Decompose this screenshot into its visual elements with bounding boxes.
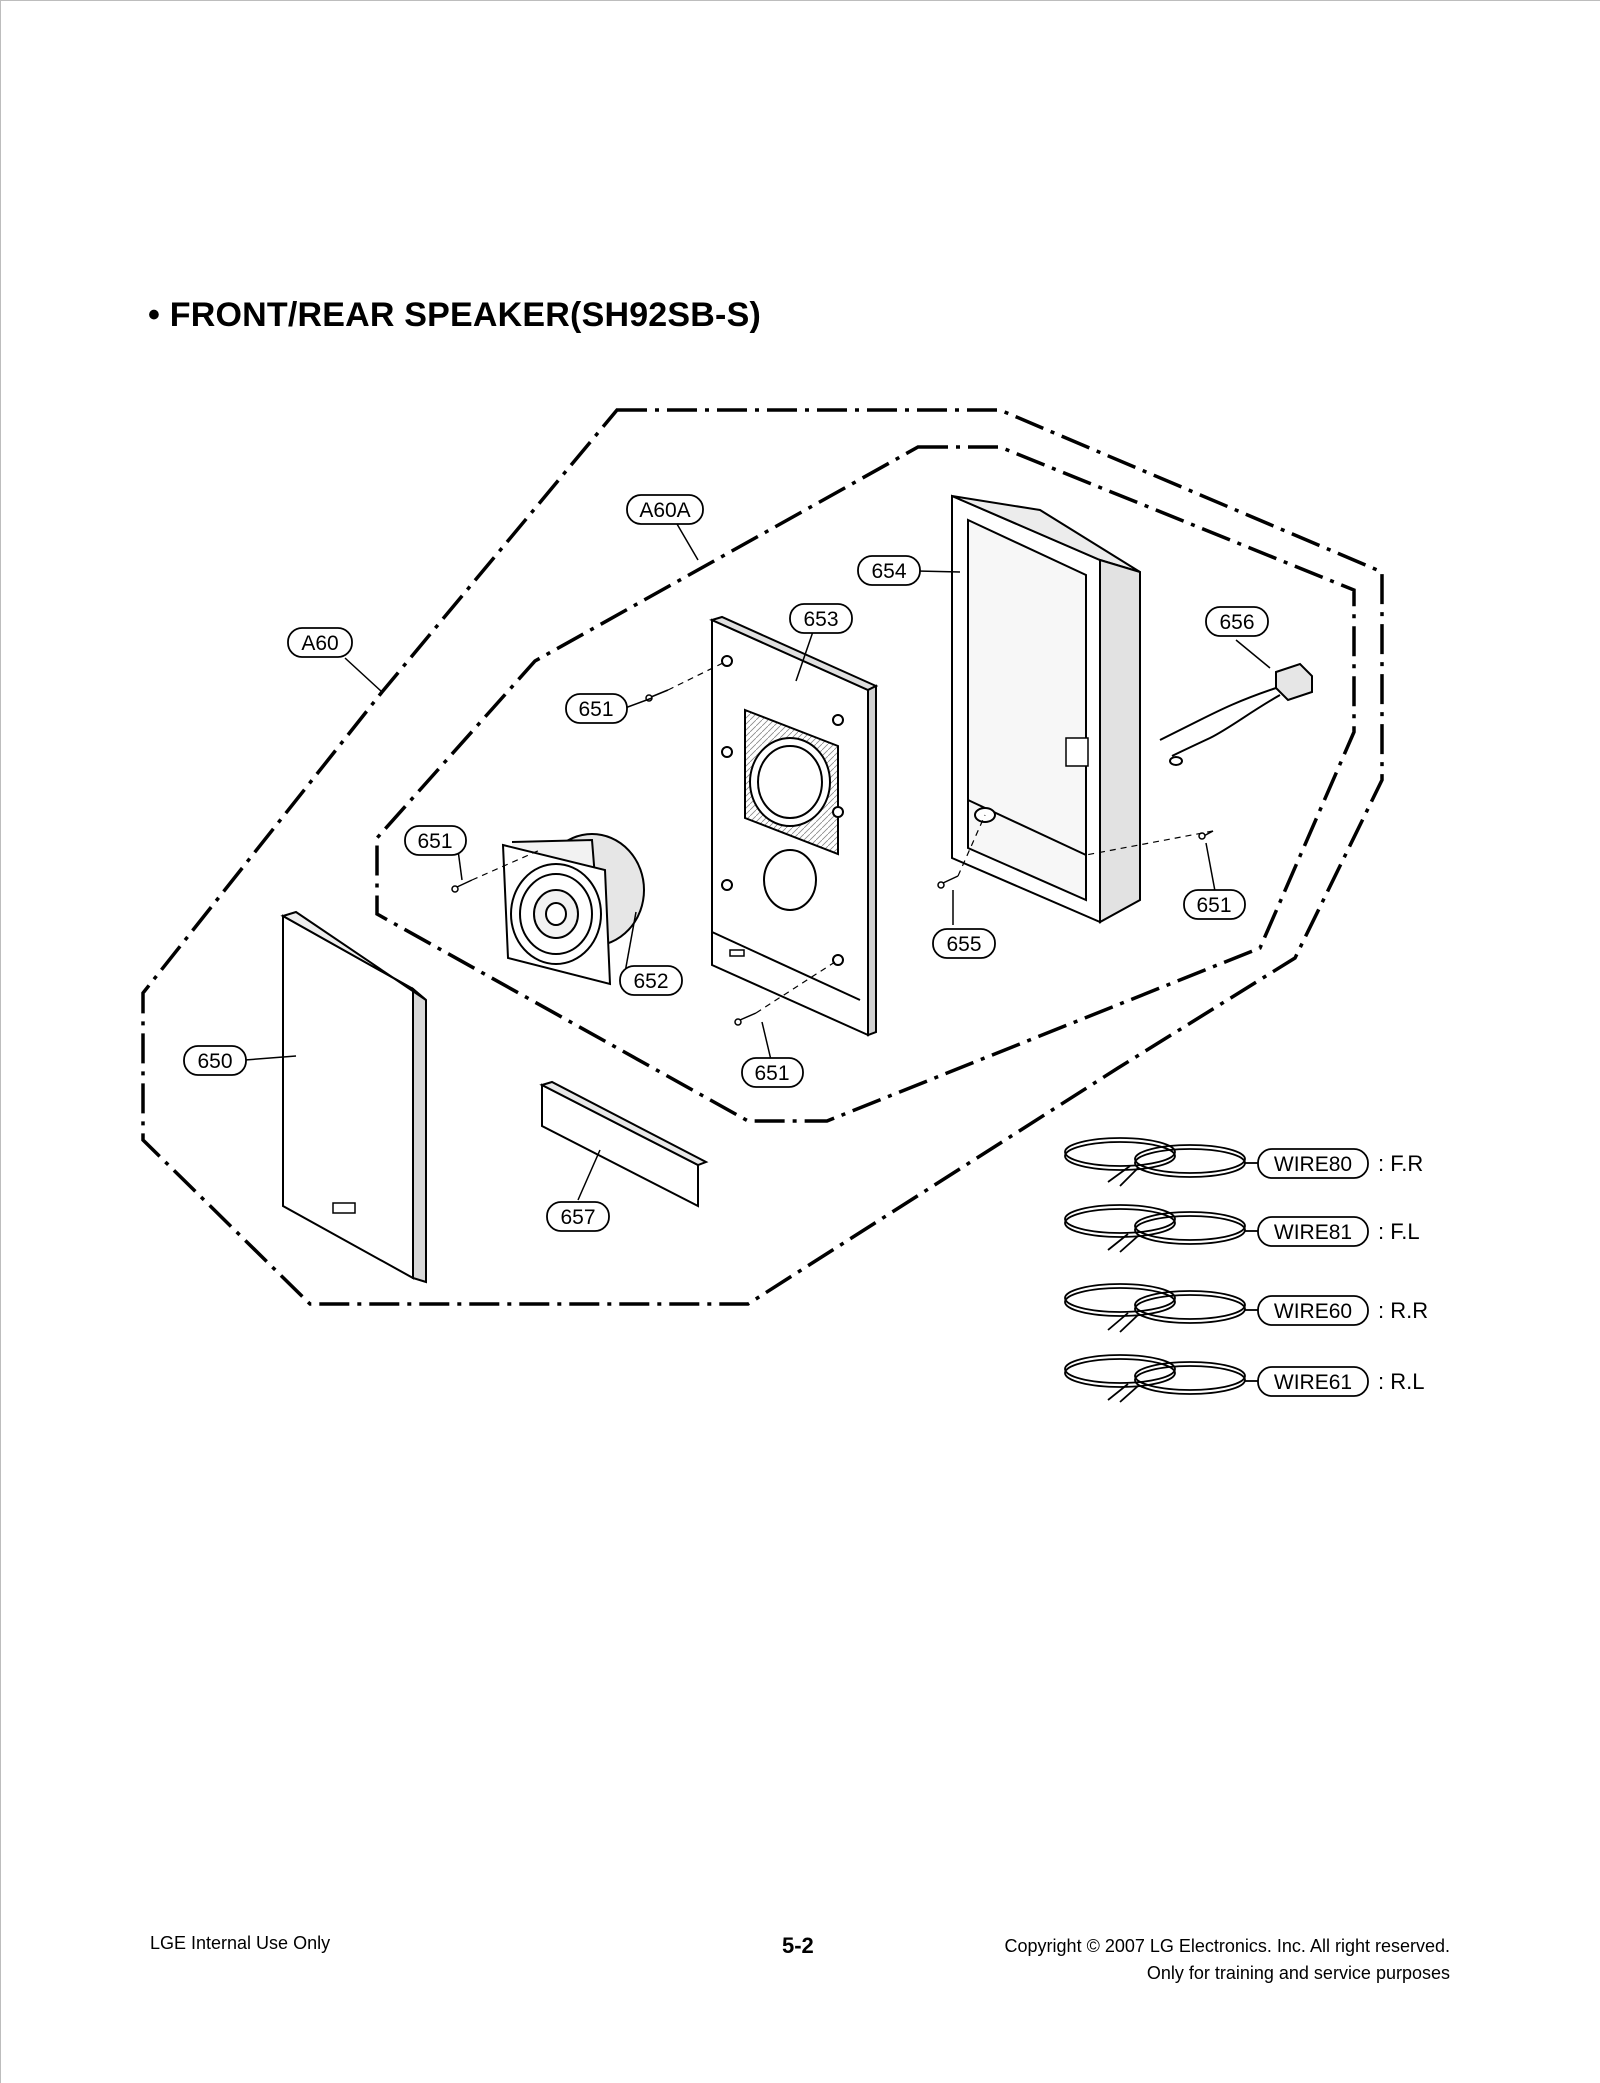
callout-652: 652	[619, 965, 683, 996]
svg-text:650: 650	[197, 1050, 232, 1073]
wire-coil-1	[1064, 1137, 1258, 1187]
speaker-driver-part	[501, 833, 645, 986]
callout-a60: A60	[287, 627, 353, 658]
callout-wire-2: WIRE81 : F.L	[1257, 1216, 1420, 1247]
assembly-boundary-a60a	[375, 445, 1356, 1123]
front-grille-part	[280, 910, 427, 1284]
svg-text:657: 657	[560, 1206, 595, 1229]
callout-wire-1: WIRE80 : F.R	[1257, 1148, 1423, 1179]
svg-text:651: 651	[417, 830, 452, 853]
svg-text:A60: A60	[301, 632, 338, 655]
svg-text:656: 656	[1219, 611, 1254, 634]
svg-text:WIRE60: WIRE60	[1274, 1300, 1352, 1323]
baffle-plate-part	[709, 615, 879, 1037]
footer-purpose: Only for training and service purposes	[1146, 1963, 1450, 1983]
assembly-boundary-a60	[141, 408, 1384, 1306]
callout-657: 657	[546, 1201, 610, 1232]
callout-654: 654	[857, 555, 921, 586]
wire-coil-3	[1064, 1283, 1258, 1333]
footer-copyright-block: Copyright © 2007 LG Electronics. Inc. Al…	[1005, 1933, 1450, 1987]
svg-text:655: 655	[946, 933, 981, 956]
callout-651-top: 651	[565, 693, 628, 724]
svg-text:WIRE61: WIRE61	[1274, 1371, 1352, 1394]
svg-text:651: 651	[754, 1062, 789, 1085]
footer-internal-use: LGE Internal Use Only	[150, 1933, 331, 1953]
callout-651-mid: 651	[404, 825, 467, 856]
svg-text:654: 654	[871, 560, 906, 583]
callout-wire-3: WIRE60 : R.R	[1257, 1295, 1428, 1326]
svg-text:: F.L: : F.L	[1378, 1219, 1420, 1244]
svg-text:653: 653	[803, 608, 838, 631]
svg-text:651: 651	[578, 698, 613, 721]
callout-655: 655	[932, 928, 996, 959]
callout-651-right: 651	[1183, 889, 1246, 920]
rear-enclosure-part	[951, 494, 1141, 924]
svg-text:: R.L: : R.L	[1378, 1369, 1424, 1394]
callout-650: 650	[183, 1045, 247, 1076]
svg-text:WIRE80: WIRE80	[1274, 1153, 1352, 1176]
svg-text:WIRE81: WIRE81	[1274, 1221, 1352, 1244]
wire-coil-2	[1064, 1204, 1258, 1253]
leader-lines	[244, 523, 1271, 1201]
svg-text:A60A: A60A	[639, 499, 690, 522]
svg-text:652: 652	[633, 970, 668, 993]
svg-text:651: 651	[1196, 894, 1231, 917]
footer-page-number: 5-2	[782, 1933, 814, 1958]
footer-copyright: Copyright © 2007 LG Electronics. Inc. Al…	[1004, 1936, 1450, 1956]
bottom-trim-part	[539, 1080, 709, 1208]
svg-text:: F.R: : F.R	[1378, 1151, 1423, 1176]
callout-653: 653	[789, 603, 853, 634]
callout-a60a: A60A	[626, 494, 704, 525]
page-title: • FRONT/REAR SPEAKER(SH92SB-S)	[148, 296, 761, 334]
alignment-lines	[471, 660, 1214, 1014]
callout-656: 656	[1205, 606, 1269, 637]
terminal-part	[1159, 662, 1313, 766]
wire-coil-4	[1064, 1354, 1258, 1403]
callout-651-bottom: 651	[741, 1057, 804, 1088]
callout-wire-4: WIRE61 : R.L	[1257, 1366, 1424, 1397]
svg-text:: R.R: : R.R	[1378, 1298, 1428, 1323]
